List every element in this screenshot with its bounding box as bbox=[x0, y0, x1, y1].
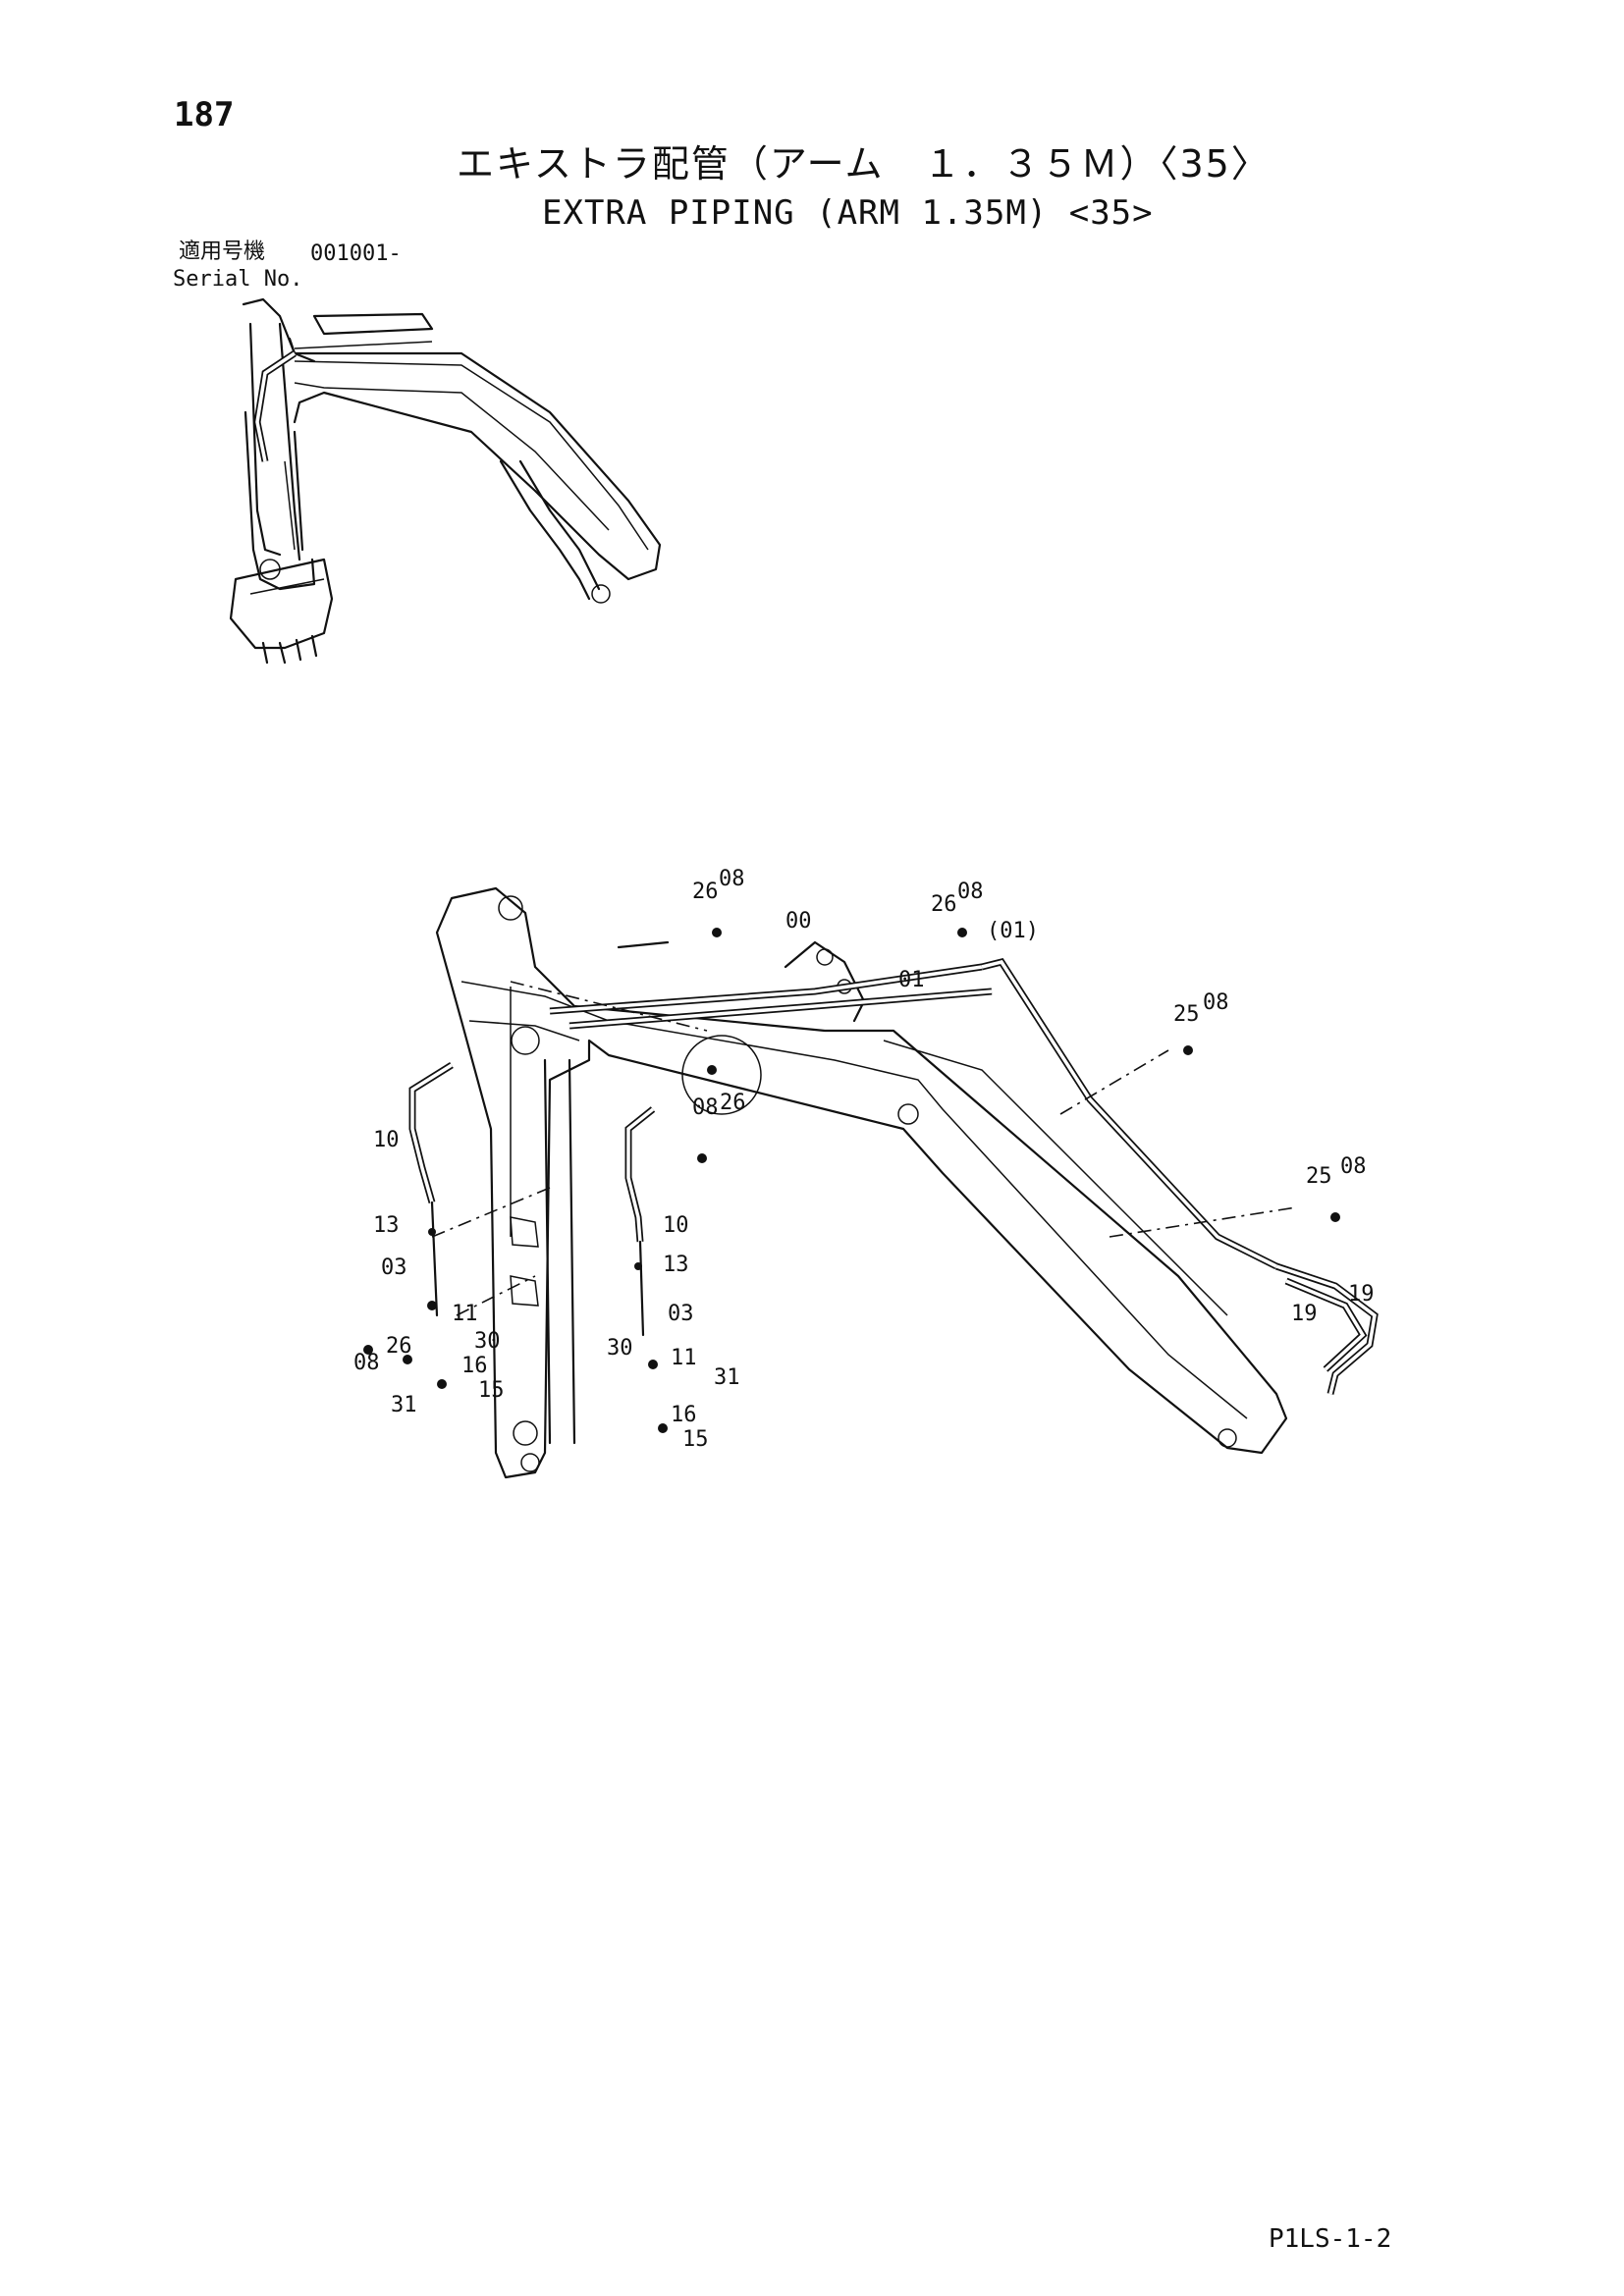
reference-code: P1LS-1-2 bbox=[1269, 2224, 1392, 2254]
part-label: 11 bbox=[452, 1302, 478, 1326]
arm-outline bbox=[510, 1058, 576, 1445]
part-label: 10 bbox=[373, 1128, 400, 1152]
part-label: 08 bbox=[692, 1095, 719, 1120]
part-label: 30 bbox=[607, 1336, 633, 1361]
part-label: 08 bbox=[1340, 1154, 1367, 1179]
part-label: 15 bbox=[478, 1378, 505, 1403]
part-label: 10 bbox=[663, 1213, 689, 1238]
page-title-english: EXTRA PIPING (ARM 1.35M) <35> bbox=[542, 193, 1154, 233]
boom-outline bbox=[435, 886, 1288, 1479]
part-label: 03 bbox=[668, 1302, 694, 1326]
part-label: 26 bbox=[386, 1334, 412, 1359]
part-label: 08 bbox=[353, 1351, 380, 1375]
hydraulic-pipes bbox=[408, 940, 1379, 1395]
part-label: 11 bbox=[671, 1346, 697, 1370]
part-label: 31 bbox=[714, 1365, 740, 1390]
detail-circle bbox=[681, 1035, 762, 1115]
part-label: 19 bbox=[1348, 1282, 1375, 1307]
part-label: 26 bbox=[931, 892, 957, 917]
part-label: 15 bbox=[682, 1427, 709, 1452]
overview-arm-cylinder bbox=[253, 312, 434, 462]
part-label: 08 bbox=[957, 880, 984, 904]
part-label: (01) bbox=[987, 919, 1039, 943]
part-label: 31 bbox=[391, 1393, 417, 1417]
page-number: 187 bbox=[174, 95, 235, 134]
part-label: 00 bbox=[785, 909, 812, 934]
part-label: 25 bbox=[1306, 1164, 1332, 1189]
part-label: 08 bbox=[719, 867, 745, 891]
serial-label-english: Serial No. bbox=[173, 267, 303, 292]
part-label: 13 bbox=[373, 1213, 400, 1238]
part-label: 25 bbox=[1173, 1002, 1200, 1027]
part-label: 16 bbox=[461, 1354, 488, 1378]
overview-bucket bbox=[229, 558, 334, 665]
part-label: 01 bbox=[898, 968, 925, 992]
part-label: 08 bbox=[1203, 990, 1229, 1015]
part-label: 19 bbox=[1291, 1302, 1318, 1326]
part-label: 13 bbox=[663, 1253, 689, 1277]
serial-label-japanese: 適用号機 bbox=[179, 240, 266, 264]
part-label: 26 bbox=[692, 880, 719, 904]
part-number-labels: 26 08 00 26 08 (01) 01 25 08 08 26 10 10… bbox=[353, 867, 1375, 1452]
serial-number-value: 001001- bbox=[310, 241, 402, 266]
overview-arm bbox=[244, 410, 316, 591]
part-label: 03 bbox=[381, 1255, 407, 1280]
part-label: 30 bbox=[474, 1329, 501, 1354]
page-title-japanese: エキストラ配管（アーム １．３５Ｍ）〈35〉 bbox=[457, 142, 1271, 186]
fittings bbox=[363, 928, 1340, 1433]
part-label: 16 bbox=[671, 1403, 697, 1427]
leader-lines bbox=[431, 981, 1297, 1316]
part-label: 26 bbox=[720, 1091, 746, 1115]
